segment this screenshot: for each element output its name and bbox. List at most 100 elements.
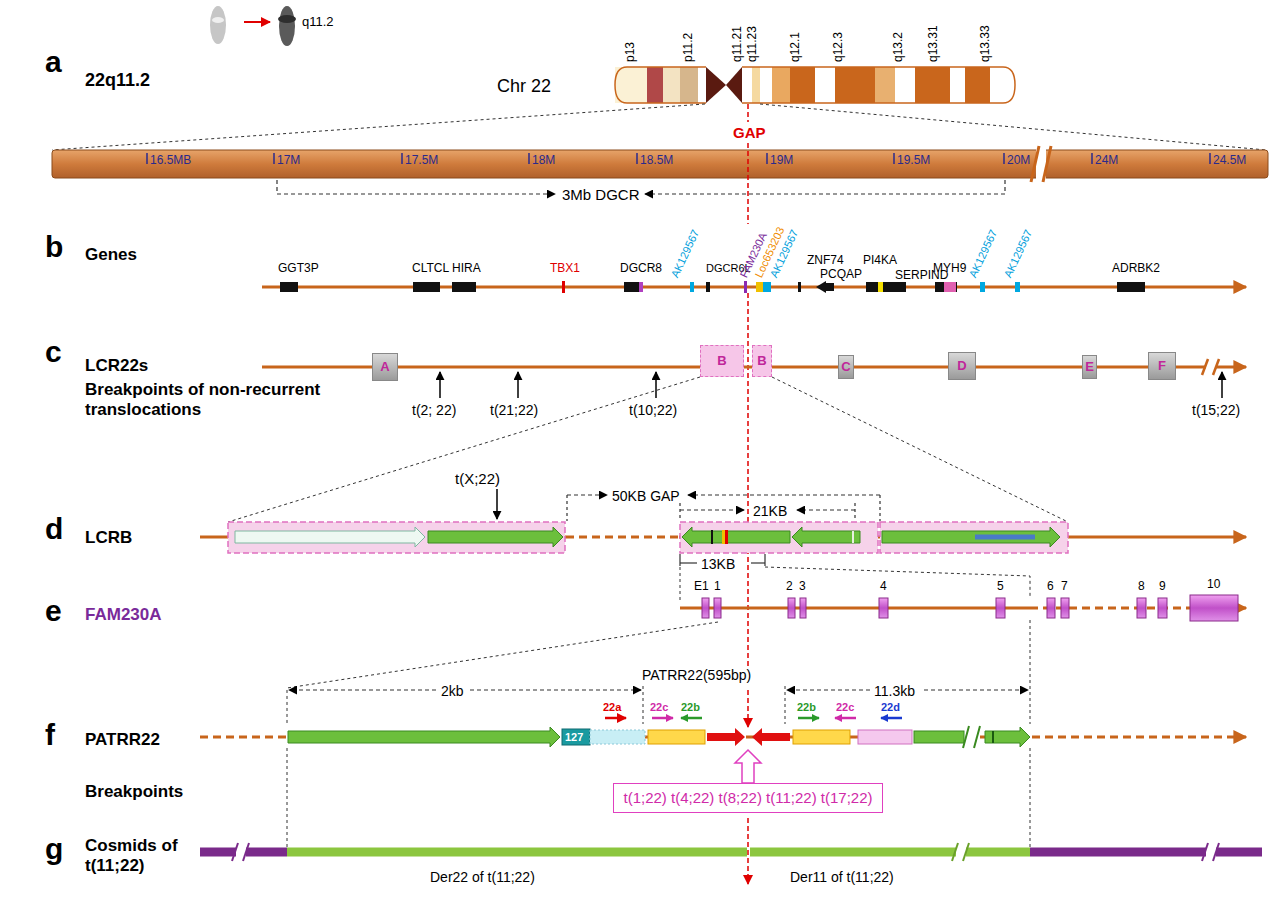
translocation-label: t(10;22) — [629, 402, 677, 418]
primer-label: 22d — [881, 701, 900, 714]
scale-bar — [401, 153, 403, 164]
dimension-arrow — [470, 689, 641, 690]
gap-label: GAP — [731, 124, 768, 141]
lcr-box: C — [838, 355, 854, 379]
dimension-arrow — [680, 509, 744, 510]
zoom-line — [680, 567, 681, 600]
scale-bar — [52, 150, 1268, 178]
band-label: q13.2 — [892, 32, 906, 62]
patrr-track — [974, 726, 980, 748]
exon-track — [1190, 595, 1238, 621]
scale-bar — [1003, 153, 1005, 164]
gene-track — [706, 282, 710, 292]
dimension-arrow — [566, 495, 567, 521]
chromosome-ideogram — [790, 67, 815, 103]
primer-arrow — [881, 717, 902, 720]
exon-track — [714, 598, 721, 618]
row-title: Cosmids of t(11;22) — [85, 836, 179, 875]
lcr-box: B — [700, 345, 744, 377]
dgcr-bracket — [277, 180, 555, 194]
row-title: LCRB — [85, 528, 132, 548]
cosmid-track — [1213, 843, 1219, 861]
panel-letter: d — [45, 512, 63, 547]
gene-track — [1015, 282, 1020, 292]
box-text: E — [1085, 360, 1094, 375]
dimension-arrow — [854, 503, 855, 521]
exon-track — [1061, 598, 1069, 618]
dimension-arrow — [751, 562, 765, 563]
gene-label: CLTCL — [412, 262, 449, 276]
exon-number: 10 — [1207, 578, 1220, 592]
gap-line — [747, 143, 749, 224]
exon-number: 8 — [1138, 580, 1145, 594]
gene-label: HIRA — [452, 262, 481, 276]
scale-bar — [1209, 153, 1211, 164]
panel-letter: g — [45, 832, 63, 867]
gene-track — [896, 282, 906, 292]
patrr-track — [985, 727, 1030, 747]
gene-track — [816, 281, 826, 293]
breakpoint-arrow — [517, 372, 519, 398]
dimension-arrow — [764, 554, 765, 566]
chromosome-ideogram — [663, 67, 680, 103]
scale-bar — [1043, 146, 1051, 182]
gene-label: ADRBK2 — [1112, 262, 1160, 276]
dimension-arrow — [496, 489, 498, 519]
panel-letter: c — [45, 335, 62, 370]
gene-label: MYH9 — [933, 262, 966, 276]
patrr-track — [648, 730, 705, 744]
cosmid-track — [963, 843, 969, 861]
dimension-arrow — [567, 494, 607, 495]
chromosome-ideogram — [950, 67, 965, 103]
patrr-track — [963, 726, 969, 748]
cosmid-track — [952, 843, 958, 861]
gap-line — [747, 293, 749, 666]
band-label: q12.3 — [832, 32, 846, 62]
gene-label: TBX1 — [550, 262, 580, 276]
patrr-track — [914, 731, 964, 743]
dimension-label: 2kb — [441, 683, 464, 699]
scale-bar — [147, 153, 1210, 164]
chromosome-ideogram — [615, 67, 706, 103]
gene-track — [826, 283, 834, 291]
exon-track — [680, 595, 1246, 621]
breakpoint-arrow — [439, 372, 441, 398]
primer-label: 22b — [797, 701, 816, 714]
gene-label: AK129567 — [669, 228, 702, 280]
gene-track — [639, 282, 643, 292]
chromosome-photo — [278, 15, 296, 23]
dimension-label: 11.3kb — [874, 683, 915, 699]
primer-label: 22c — [650, 701, 668, 714]
lcrb-track — [428, 527, 563, 547]
dimension-arrow — [688, 494, 880, 495]
exon-number: E1 — [694, 580, 709, 594]
box-text: F — [1158, 359, 1166, 374]
gene-label: ZNF74 — [807, 254, 844, 268]
cosmid-track — [1030, 848, 1262, 857]
box-text: B — [757, 354, 766, 369]
scale-bar — [146, 153, 148, 164]
lcrb-track — [882, 527, 1060, 547]
zoom-line — [772, 377, 1068, 522]
gene-track — [763, 282, 771, 292]
band-label: q11.21 — [731, 26, 745, 62]
chromosome-photo — [279, 6, 295, 46]
dimension-arrow — [787, 689, 870, 690]
panel-letter: e — [45, 594, 62, 629]
primer-arrow — [798, 717, 819, 720]
zoom-line — [785, 686, 786, 724]
chromosome-ideogram — [752, 67, 760, 103]
chromosome-ideogram — [615, 67, 647, 103]
gene-track — [262, 281, 1246, 293]
box-text: C — [841, 360, 850, 375]
lcrb-track — [682, 527, 790, 547]
lcrb-track — [680, 522, 878, 553]
exon-track — [800, 598, 806, 618]
element-number: 127 — [565, 731, 583, 744]
chromosome-ideogram — [760, 67, 772, 103]
dimension-label: PATRR22(595bp) — [640, 667, 753, 683]
lcrb-track — [235, 527, 425, 547]
box-text: D — [957, 359, 966, 374]
zoom-line — [52, 104, 1266, 150]
